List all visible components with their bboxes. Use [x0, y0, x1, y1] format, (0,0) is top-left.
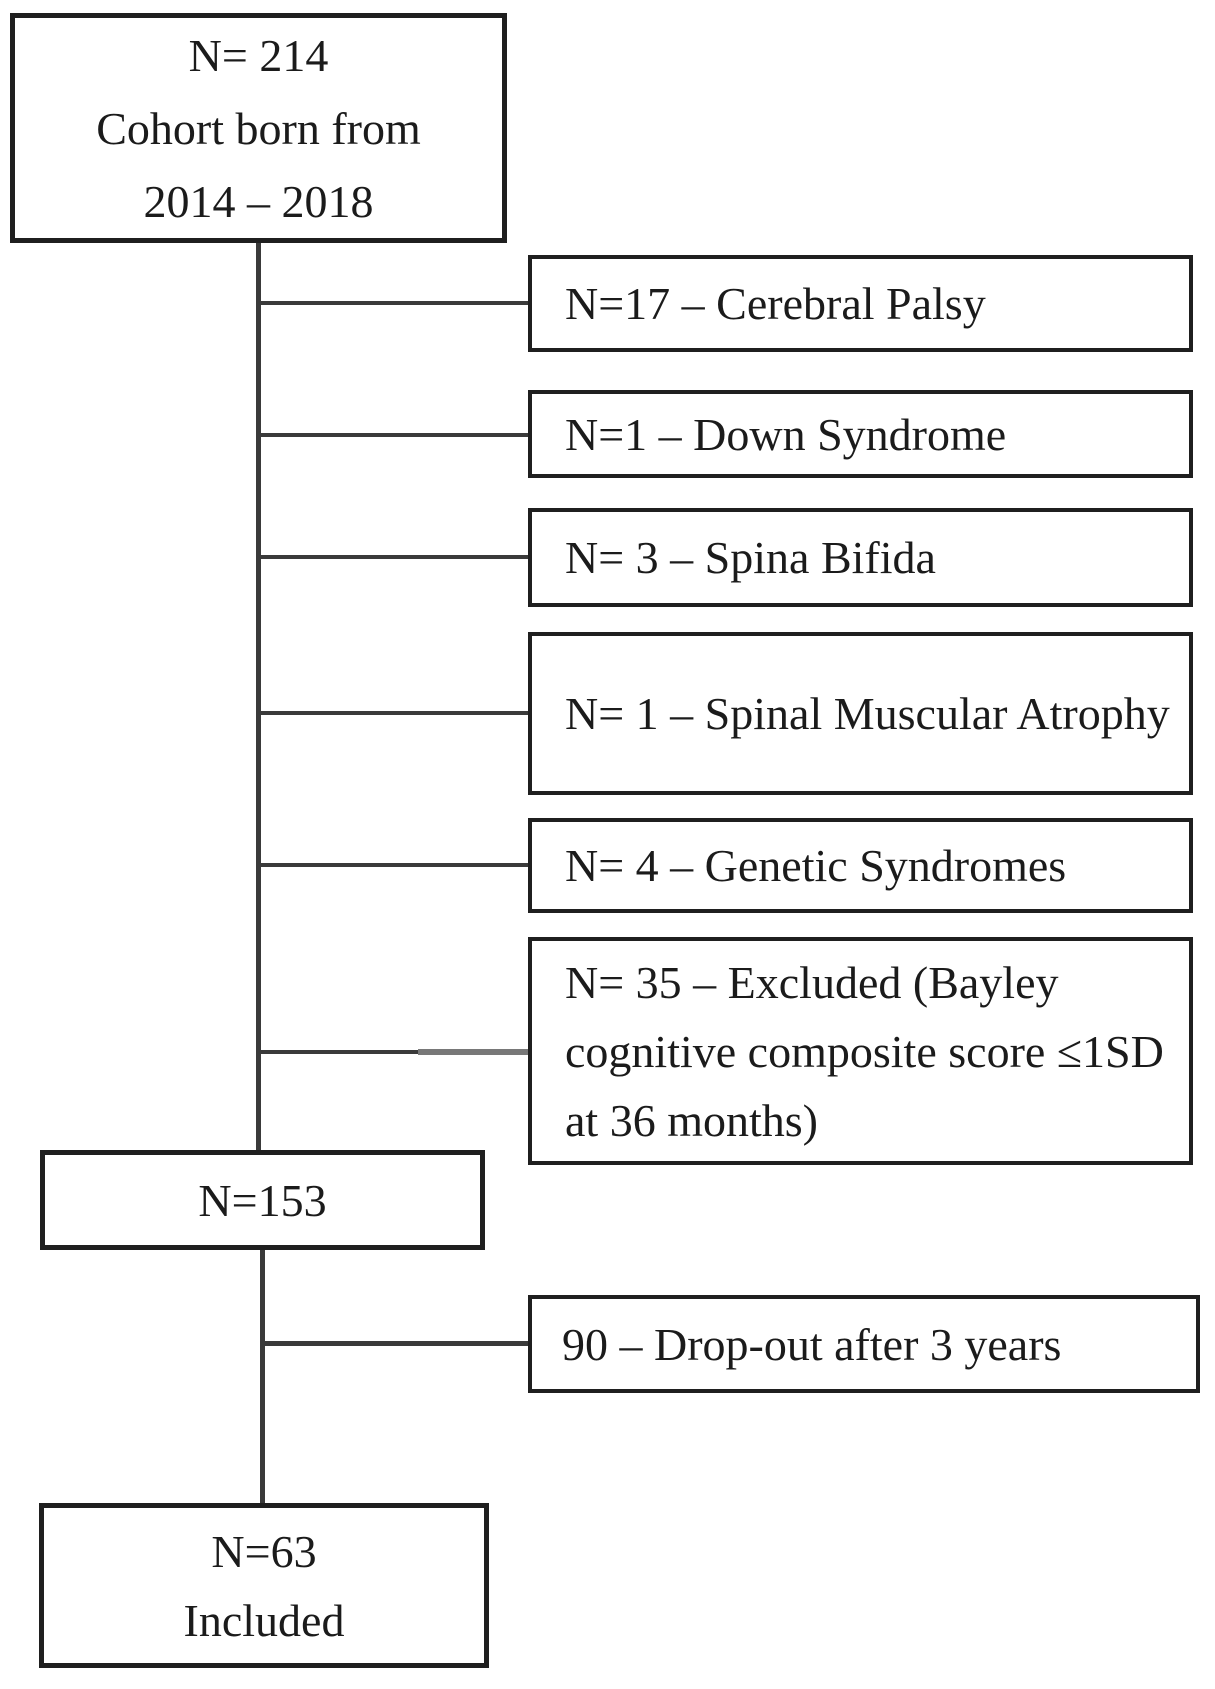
connector-line-genetic-syndromes [261, 863, 528, 867]
exclusion-box-down-syndrome: N=1 – Down Syndrome [528, 390, 1193, 478]
exclusion-label: N=1 – Down Syndrome [565, 408, 1007, 460]
included-label: Included [183, 1594, 345, 1646]
dropout-label: 90 – Drop-out after 3 years [562, 1318, 1062, 1370]
connector-line-bayley-excluded-gray-segment [418, 1049, 528, 1055]
exclusion-box-bayley-excluded: N= 35 – Excluded (Bayley cognitive compo… [528, 937, 1193, 1165]
exclusion-label: N= 4 – Genetic Syndromes [565, 840, 1067, 891]
cohort-box: N= 214 Cohort born from 2014 – 2018 [10, 13, 507, 243]
included-n: N=63 [211, 1525, 317, 1577]
cohort-years: 2014 – 2018 [143, 175, 374, 227]
connector-line-bayley-excluded [261, 1050, 421, 1054]
included-box: N=63 Included [39, 1503, 489, 1668]
trunk-line-lower [260, 1250, 265, 1503]
exclusion-box-cerebral-palsy: N=17 – Cerebral Palsy [528, 255, 1193, 352]
trunk-line-upper [256, 243, 261, 1150]
cohort-description: Cohort born from [96, 102, 421, 154]
connector-line-down-syndrome [261, 433, 528, 437]
exclusion-box-genetic-syndromes: N= 4 – Genetic Syndromes [528, 818, 1193, 913]
exclusion-label: N= 35 – Excluded (Bayley cognitive compo… [565, 956, 1164, 1146]
dropout-box: 90 – Drop-out after 3 years [528, 1295, 1200, 1393]
exclusion-label: N= 3 – Spina Bifida [565, 532, 936, 583]
connector-line-dropout [263, 1341, 528, 1346]
exclusion-box-spina-bifida: N= 3 – Spina Bifida [528, 508, 1193, 607]
connector-line-spinal-muscular-atrophy [261, 711, 528, 715]
cohort-n: N= 214 [188, 29, 329, 81]
exclusion-box-spinal-muscular-atrophy: N= 1 – Spinal Muscular Atrophy [528, 632, 1193, 795]
exclusion-label: N= 1 – Spinal Muscular Atrophy [565, 688, 1170, 739]
connector-line-spina-bifida [261, 555, 528, 559]
remaining-n: N=153 [198, 1174, 327, 1226]
connector-line-cerebral-palsy [261, 301, 528, 305]
remaining-after-exclusions-box: N=153 [40, 1150, 485, 1250]
exclusion-label: N=17 – Cerebral Palsy [565, 278, 986, 329]
